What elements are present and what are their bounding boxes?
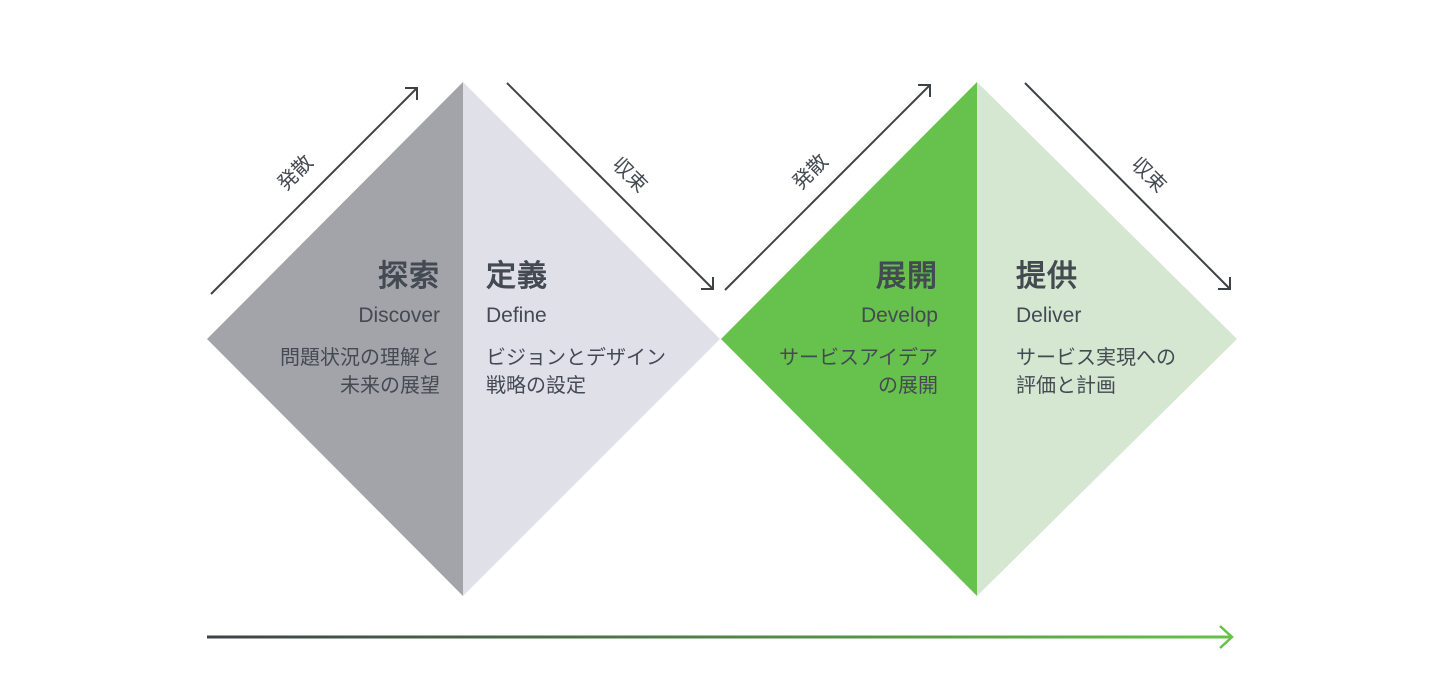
phase-title: 展開 [876,259,938,294]
phase-description: サービス実現への 評価と計画 [1016,345,1176,397]
diverge-arrow-2 [724,84,931,291]
phase-define: 定義 Define ビジョンとデザイン 戦略の設定 [486,259,666,399]
phase-deliver: 提供 Deliver サービス実現への 評価と計画 [1016,259,1176,399]
phase-description: サービスアイデア の展開 [779,345,938,397]
diverge-arrow-1 [210,87,418,295]
phase-title: 定義 [486,259,548,294]
phase-title: 提供 [1016,259,1078,294]
timeline-arrow [207,625,1234,649]
define-triangle [463,82,720,596]
develop-triangle [721,82,977,596]
phase-description: 問題状況の理解と 未来の展望 [280,345,440,397]
phase-subtitle: Discover [358,304,440,327]
phase-discover: 探索 Discover 問題状況の理解と 未来の展望 [280,259,440,399]
discover-triangle [207,82,463,596]
deliver-triangle [977,82,1237,596]
phase-title: 探索 [378,259,440,294]
phase-description: ビジョンとデザイン 戦略の設定 [486,345,666,397]
converge-arrow-2 [1024,82,1231,290]
phase-subtitle: Develop [860,304,938,327]
converge-arrow-1 [506,82,714,290]
phase-develop: 展開 Develop サービスアイデア の展開 [779,259,938,399]
phase-subtitle: Deliver [1016,304,1082,327]
phase-subtitle: Define [486,304,547,327]
